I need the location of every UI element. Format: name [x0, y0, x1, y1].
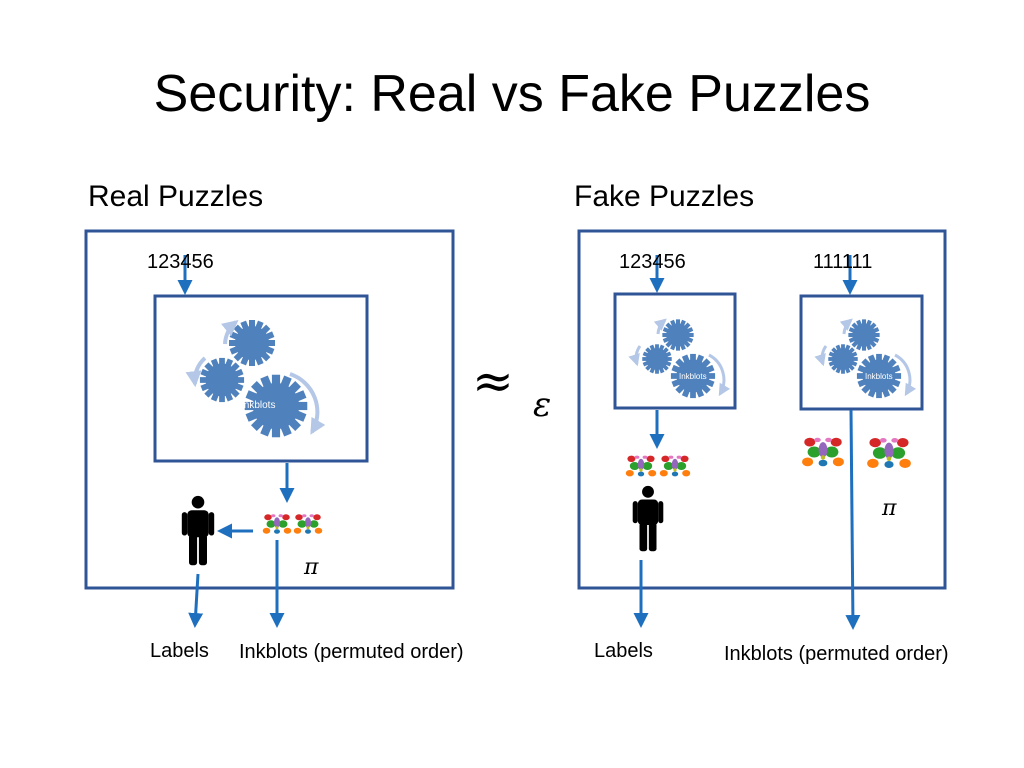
inkblot-image	[659, 454, 691, 478]
real-gears	[185, 319, 326, 438]
real-labels-output: Labels	[150, 640, 209, 662]
fake-gears-b	[814, 318, 917, 399]
gear-icon	[848, 319, 880, 351]
cycle-arrow-icon	[221, 319, 239, 345]
cycle-arrow-icon	[894, 353, 917, 397]
inkblot-image	[801, 435, 845, 469]
person-icon	[632, 485, 664, 552]
fake-gears-a	[628, 318, 731, 399]
gear-icon	[642, 344, 672, 374]
fake-puzzles-heading: Fake Puzzles	[574, 180, 755, 213]
inkblot-image	[262, 512, 292, 536]
fake-seed-b-label: 111111	[813, 251, 873, 273]
fake-gear-label-b: Inkblots	[865, 372, 893, 381]
fake-inkblots-output: Inkblots (permuted order)	[724, 643, 949, 665]
inkblot-image	[866, 435, 912, 471]
real-permutation-symbol: π	[304, 555, 319, 580]
gear-icon	[828, 344, 858, 374]
real-seed-label: 123456	[147, 251, 214, 273]
labels-arrow	[188, 573, 204, 628]
cycle-arrow-icon	[708, 353, 731, 397]
cycle-arrow-icon	[289, 372, 326, 435]
cycle-arrow-icon	[653, 318, 667, 335]
inkblot-image	[293, 512, 323, 536]
fake-seed-a-label: 123456	[619, 251, 686, 273]
gear-icon	[229, 320, 275, 366]
fake-labels-output: Labels	[594, 640, 653, 662]
real-puzzles-heading: Real Puzzles	[88, 180, 264, 213]
real-generator-box	[153, 294, 369, 463]
inkblot-image	[625, 454, 657, 478]
real-inkblots-output: Inkblots (permuted order)	[239, 641, 464, 663]
cycle-arrow-icon	[185, 356, 207, 388]
gear-icon	[199, 357, 245, 403]
cycle-arrow-icon	[628, 345, 642, 367]
fake-gear-label-a: Inkblots	[679, 372, 707, 381]
real-outer-box	[84, 229, 455, 590]
approx-symbol: ≈	[472, 352, 514, 410]
fake-outer-box	[577, 229, 947, 590]
inkblots-arrow	[845, 409, 861, 630]
cycle-arrow-icon	[839, 318, 853, 335]
person-icon	[181, 495, 215, 566]
epsilon-symbol: ε	[533, 385, 552, 425]
gear-icon	[662, 319, 694, 351]
fake-generator-box-b	[799, 294, 924, 411]
fake-generator-box-a	[613, 292, 737, 410]
slide-title: Security: Real vs Fake Puzzles	[153, 65, 871, 123]
fake-permutation-symbol: π	[882, 496, 897, 521]
cycle-arrow-icon	[814, 345, 828, 367]
real-gear-label: Inkblots	[241, 400, 276, 411]
